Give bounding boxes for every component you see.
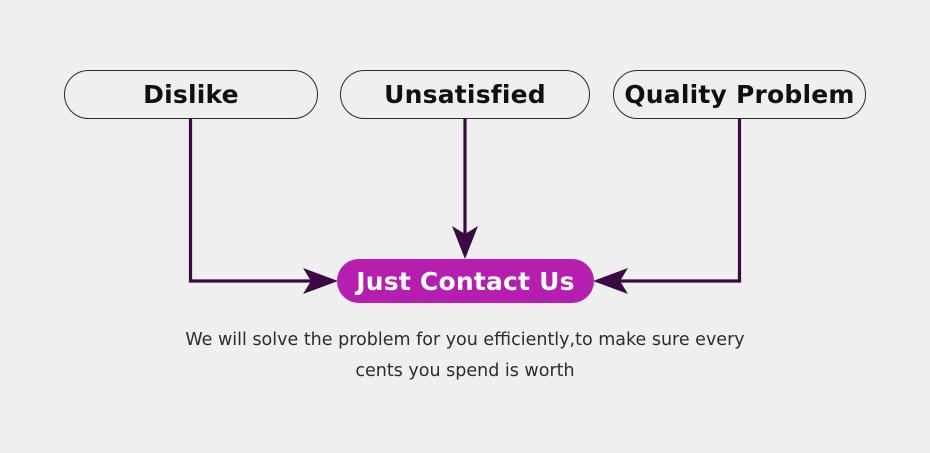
reason-pill-dislike-label: Dislike — [143, 80, 239, 109]
banner-caption-line-1: We will solve the problem for you effici… — [185, 330, 745, 350]
connector-path-quality — [617, 119, 742, 283]
contact-us-button[interactable]: Just Contact Us — [337, 259, 594, 303]
banner-caption: We will solve the problem for you effici… — [0, 325, 930, 387]
arrowhead-unsatisfied — [452, 226, 478, 259]
banner-caption-line-2: cents you spend is worth — [355, 361, 575, 381]
contact-us-button-label: Just Contact Us — [356, 266, 575, 296]
reason-pill-unsatisfied-label: Unsatisfied — [384, 80, 546, 109]
arrowhead-dislike — [303, 268, 338, 294]
reason-pill-dislike: Dislike — [64, 70, 318, 119]
reason-pill-unsatisfied: Unsatisfied — [340, 70, 590, 119]
reason-pill-quality-problem: Quality Problem — [613, 70, 866, 119]
arrowhead-quality — [593, 268, 628, 294]
connector-path-dislike — [188, 119, 316, 283]
reason-pill-quality-problem-label: Quality Problem — [624, 80, 855, 109]
